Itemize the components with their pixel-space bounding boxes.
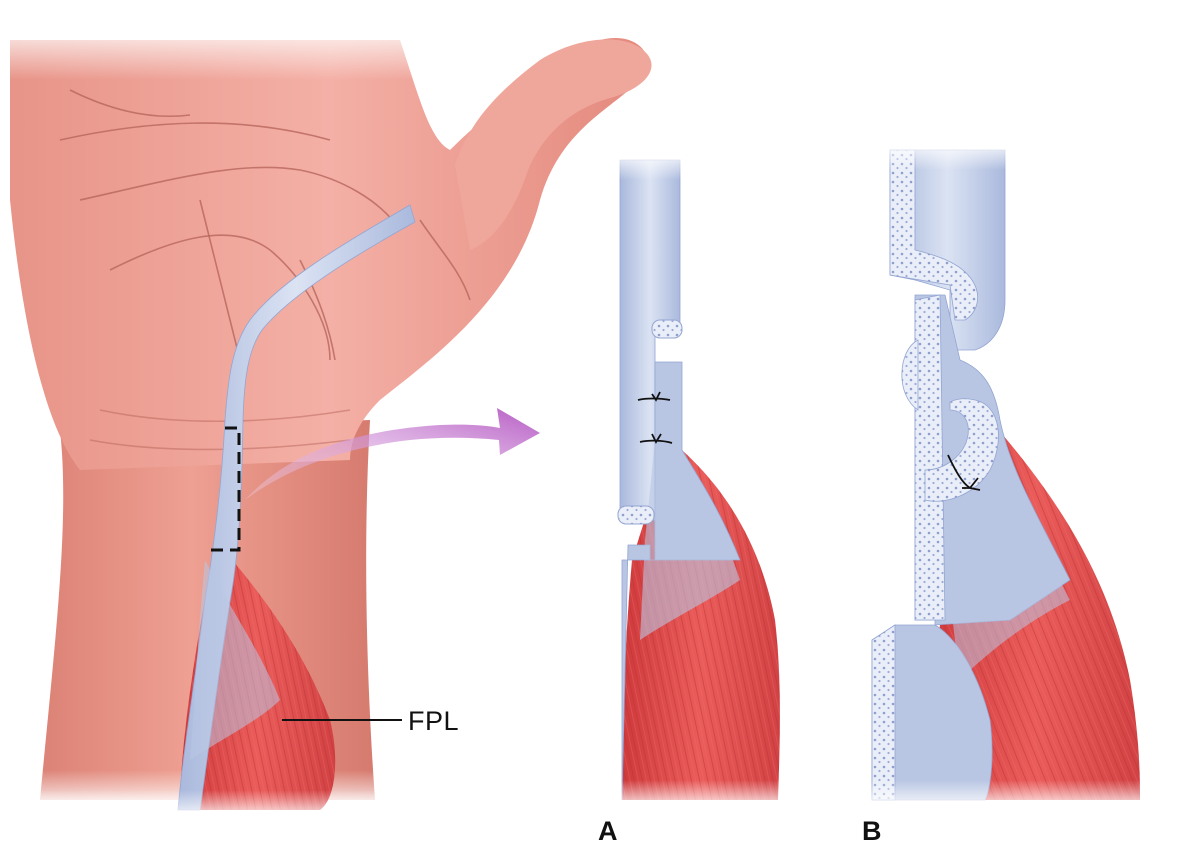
panel-b-bone-loop-left: [901, 339, 919, 411]
hand-forearm-illustration: [0, 20, 652, 820]
panel-a-label: A: [598, 816, 618, 846]
fpl-label: FPL: [408, 706, 460, 736]
panel-b-suture: [947, 454, 981, 491]
panel-b-bone-loop-right: [924, 398, 999, 502]
panel-b-illustration: [860, 140, 1160, 810]
panel-a-bone-plug-top: [651, 319, 683, 339]
panel-a-bone-plug-bottom: [617, 505, 655, 525]
panel-a-sutures: [637, 391, 673, 444]
panel-b-upper-bone-strip: [889, 149, 979, 321]
panel-b-lower-bone-strip: [871, 624, 896, 801]
thumb: [455, 39, 652, 250]
panel-b-label: B: [862, 816, 882, 846]
panel-b-middle-bone-strip: [914, 294, 946, 621]
harvest-site-bracket: [205, 426, 241, 552]
panel-a-lower-tendon: [621, 361, 741, 801]
curved-arrow: [245, 408, 540, 500]
panel-a-illustration: [600, 150, 800, 810]
